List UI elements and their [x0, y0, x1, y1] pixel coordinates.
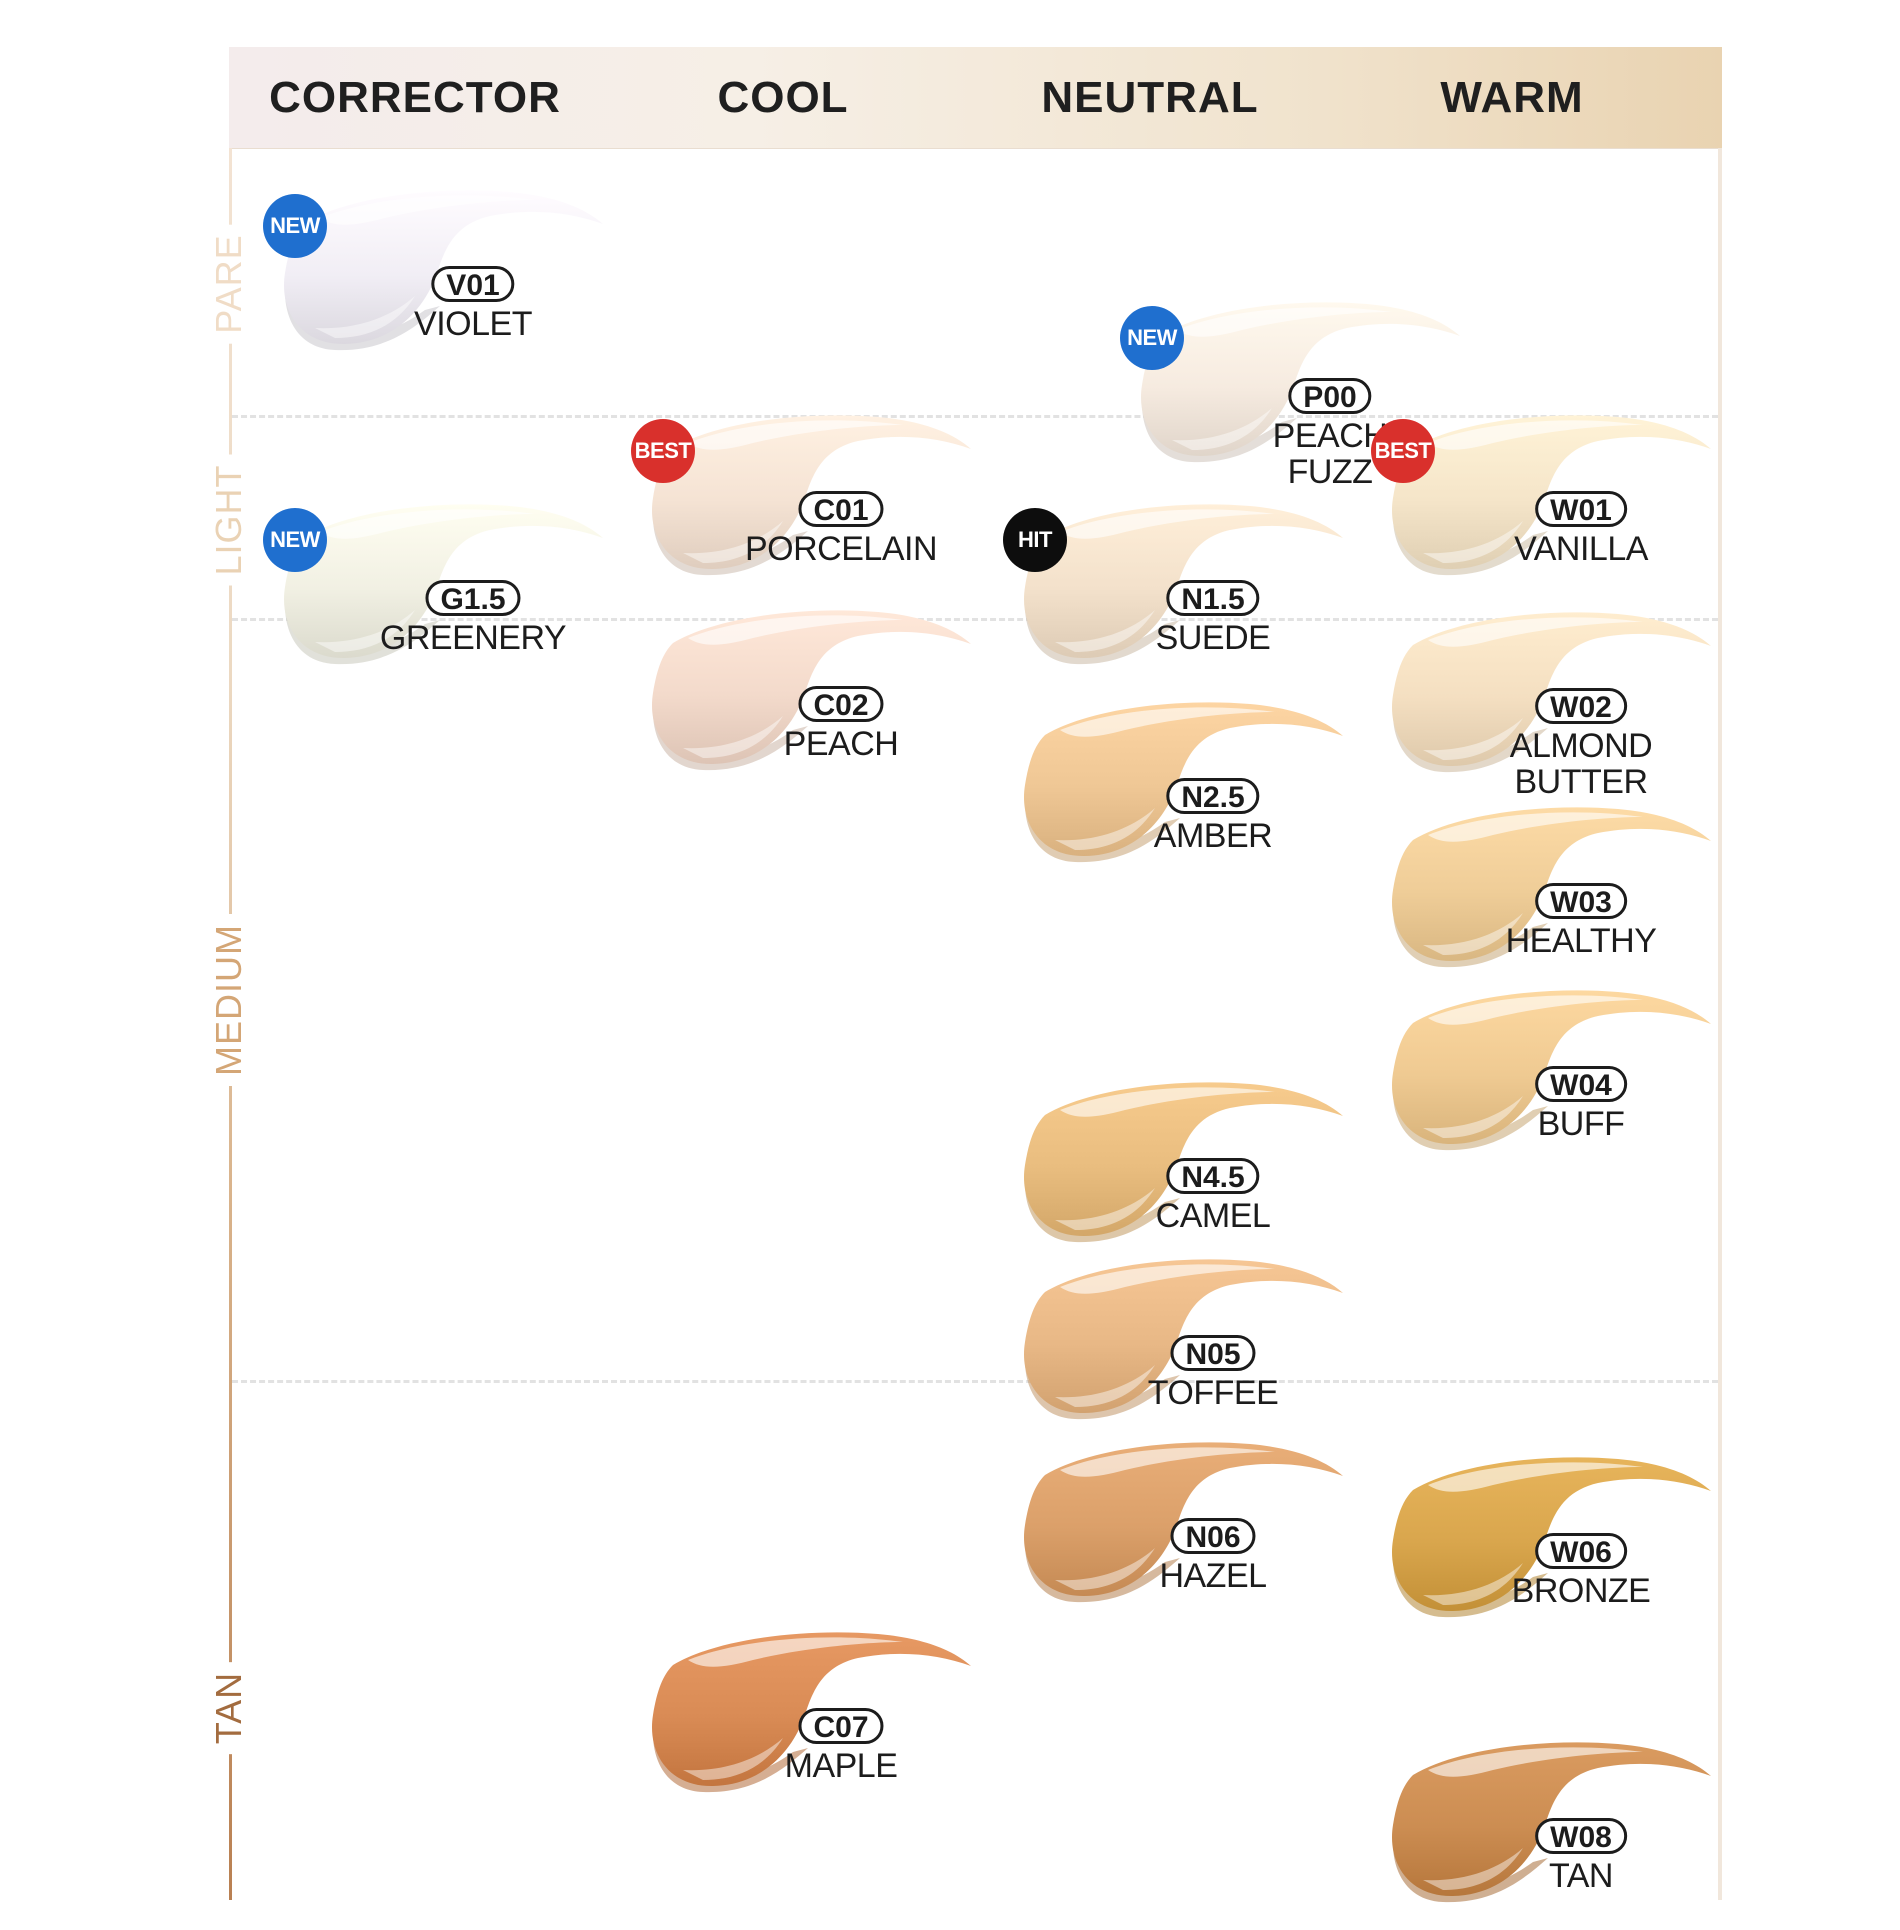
swatch-smear-w03	[1391, 807, 1711, 968]
shade-code-pill: V01	[431, 266, 515, 302]
divider-pare-light	[232, 415, 1718, 418]
swatch-smear-c01	[651, 415, 971, 576]
shade-name: PORCELAIN	[745, 530, 938, 568]
shade-name: BUFF	[1537, 1105, 1625, 1143]
swatch-smear-c07	[651, 1632, 971, 1793]
shade-name: VIOLET	[414, 305, 532, 343]
shade-code-pill: P00	[1288, 378, 1372, 414]
shade-name: ALMOND BUTTER	[1509, 727, 1653, 801]
swatch-smear-p00	[1140, 302, 1460, 463]
swatch-smear-w01	[1391, 415, 1711, 576]
shade-code-pill: N05	[1170, 1335, 1256, 1371]
shade-name: TOFFEE	[1147, 1374, 1279, 1412]
swatch-smear-w04	[1391, 990, 1711, 1151]
shade-name: PEACH FUZZ	[1272, 417, 1388, 491]
swatch-smear-g1-5	[283, 504, 603, 665]
shade-code-pill: W02	[1535, 688, 1627, 724]
column-title-cool: COOL	[717, 73, 849, 122]
swatch-smear-n2-5	[1023, 702, 1343, 863]
shade-name: BRONZE	[1511, 1572, 1651, 1610]
swatch-smear-w06	[1391, 1457, 1711, 1618]
shade-name: GREENERY	[379, 619, 567, 657]
chart-right-border	[1718, 148, 1722, 1900]
shade-code-pill: G1.5	[425, 580, 521, 616]
badge-best: BEST	[631, 419, 695, 483]
column-title-neutral: NEUTRAL	[1041, 73, 1259, 122]
shade-name: CAMEL	[1155, 1197, 1271, 1235]
badge-best: BEST	[1371, 419, 1435, 483]
swatch-smear-w02	[1391, 612, 1711, 773]
tier-label-medium: MEDIUM	[208, 914, 250, 1086]
shade-code-pill: W03	[1535, 883, 1627, 919]
swatch-smear-n05	[1023, 1259, 1343, 1420]
shade-name: PEACH	[783, 725, 899, 763]
column-title-warm: WARM	[1440, 73, 1584, 122]
badge-hit: HIT	[1003, 508, 1067, 572]
shade-code-pill: N06	[1170, 1518, 1256, 1554]
badge-new: NEW	[263, 194, 327, 258]
shade-name: HEALTHY	[1505, 922, 1657, 960]
column-title-corrector: CORRECTOR	[269, 73, 561, 122]
tier-label-tan: TAN	[208, 1661, 250, 1755]
shade-code-pill: W01	[1535, 491, 1627, 527]
shade-code-pill: W06	[1535, 1533, 1627, 1569]
shade-code-pill: C01	[798, 491, 884, 527]
swatch-smear-v01	[283, 190, 603, 351]
column-header-bar	[229, 47, 1722, 149]
tier-label-pare: PARE	[208, 224, 250, 344]
badge-new: NEW	[1120, 306, 1184, 370]
shade-name: SUEDE	[1155, 619, 1271, 657]
shade-name: HAZEL	[1159, 1557, 1267, 1595]
shade-name: VANILLA	[1514, 530, 1648, 568]
shade-name: TAN	[1549, 1857, 1613, 1895]
divider-medium-tan	[232, 1380, 1718, 1383]
swatch-smear-n1-5	[1023, 504, 1343, 665]
swatch-smear-c02	[651, 610, 971, 771]
shade-name: AMBER	[1153, 817, 1273, 855]
swatch-smear-n06	[1023, 1442, 1343, 1603]
swatch-smear-n4-5	[1023, 1082, 1343, 1243]
shade-code-pill: N2.5	[1166, 778, 1260, 814]
shade-code-pill: W04	[1535, 1066, 1627, 1102]
swatch-smear-w08	[1391, 1742, 1711, 1903]
badge-new: NEW	[263, 508, 327, 572]
shade-code-pill: N4.5	[1166, 1158, 1260, 1194]
shade-code-pill: C07	[798, 1708, 884, 1744]
tier-label-light: LIGHT	[208, 454, 250, 586]
shade-code-pill: N1.5	[1166, 580, 1260, 616]
shade-name: MAPLE	[784, 1747, 898, 1785]
divider-light-medium	[232, 618, 1718, 621]
shade-code-pill: C02	[798, 686, 884, 722]
shade-code-pill: W08	[1535, 1818, 1627, 1854]
